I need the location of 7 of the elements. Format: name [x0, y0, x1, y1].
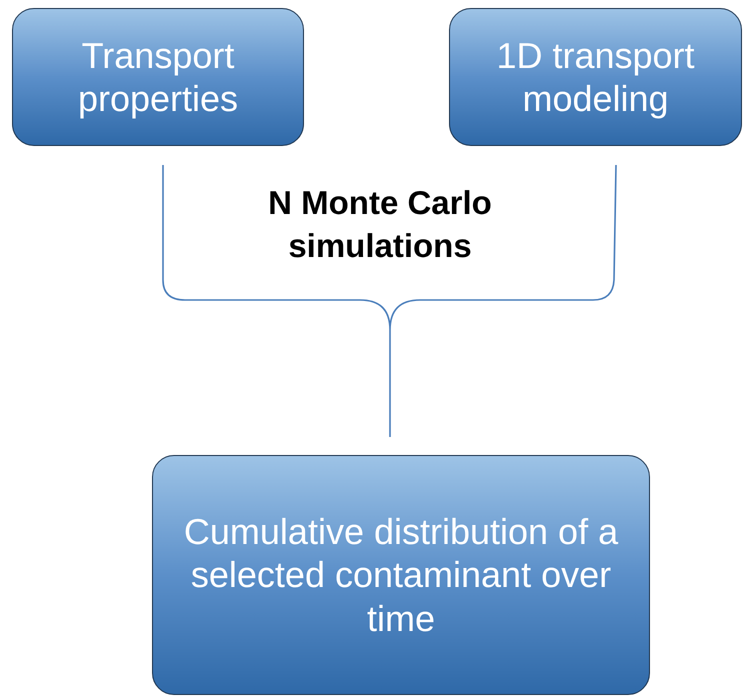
- process-box: [152, 455, 650, 695]
- process-box: [12, 8, 304, 146]
- box-text: Transport properties: [76, 34, 240, 120]
- box-text: 1D transport modeling: [495, 34, 696, 120]
- brace-label: N Monte Carlo simulations: [267, 183, 493, 266]
- box-text: Cumulative distribution of a selected contaminant over time: [182, 510, 620, 640]
- process-box: [449, 8, 742, 146]
